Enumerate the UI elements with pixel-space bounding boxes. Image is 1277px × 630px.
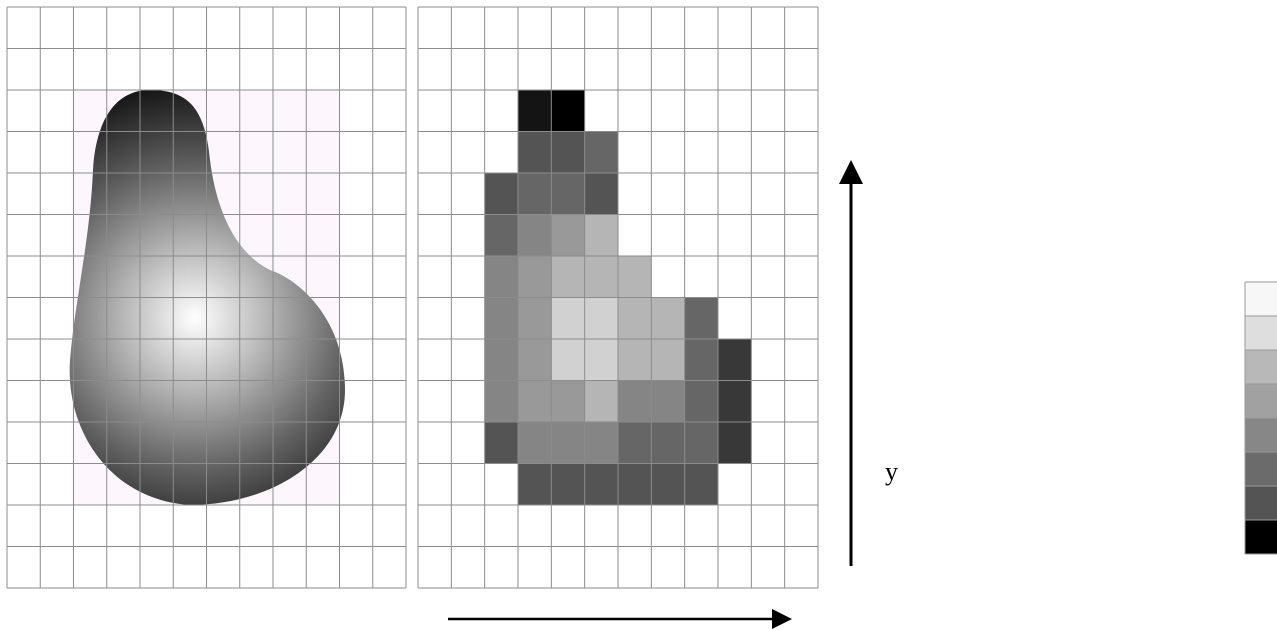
gray-level-scale xyxy=(1245,282,1277,554)
sampled-pixel-cell xyxy=(585,422,618,464)
sampled-pixel-cell xyxy=(518,381,551,423)
sampled-pixel-cell xyxy=(518,256,551,298)
sampled-pixel-cell xyxy=(651,464,684,506)
sampled-pixel-cell xyxy=(685,339,718,381)
sampled-pixel-cell xyxy=(685,381,718,423)
gray-level-swatch xyxy=(1245,384,1277,418)
sampled-pixel-cell xyxy=(685,298,718,340)
sampled-pixel-cell xyxy=(551,381,584,423)
sampled-pixel-cell xyxy=(651,339,684,381)
sampled-pixel-cell xyxy=(651,298,684,340)
sampled-pixel-cell xyxy=(551,256,584,298)
sampled-pixel-cell xyxy=(485,256,518,298)
gray-level-swatch xyxy=(1245,418,1277,452)
sampled-pixel-cell xyxy=(518,464,551,506)
sampled-pixel-cell xyxy=(585,215,618,257)
sampled-pixel-cell xyxy=(551,339,584,381)
sampled-pixel-cell xyxy=(585,298,618,340)
sampled-pixel-cell xyxy=(518,215,551,257)
sampled-pixel-cell xyxy=(718,381,751,423)
sampled-pixel-cell xyxy=(585,132,618,174)
sampled-pixel-cell xyxy=(518,298,551,340)
sampled-pixel-cell xyxy=(551,298,584,340)
sampled-pixel-cell xyxy=(551,90,584,132)
sampled-image-grid xyxy=(418,7,818,588)
sampled-pixel-cell xyxy=(618,464,651,506)
sampled-pixel-cell xyxy=(518,90,551,132)
sampled-pixel-cell xyxy=(518,339,551,381)
sampled-pixel-cell xyxy=(518,422,551,464)
gray-level-swatch xyxy=(1245,486,1277,520)
sampled-pixel-cell xyxy=(551,215,584,257)
sampled-pixel-cell xyxy=(618,298,651,340)
sampled-pixel-cell xyxy=(518,173,551,215)
sampled-pixel-cell xyxy=(618,339,651,381)
sampled-pixel-cell xyxy=(585,464,618,506)
sampled-pixel-cell xyxy=(551,464,584,506)
sampled-pixel-cell xyxy=(485,339,518,381)
sampled-pixel-cell xyxy=(551,173,584,215)
sampled-pixel-cell xyxy=(651,381,684,423)
sampled-pixel-cell xyxy=(585,381,618,423)
sampled-pixel-cell xyxy=(685,464,718,506)
sampled-pixel-cell xyxy=(718,339,751,381)
sampled-pixel-cell xyxy=(485,381,518,423)
sampled-pixel-cell xyxy=(485,173,518,215)
sampled-pixel-cell xyxy=(585,173,618,215)
sampled-pixel-cell xyxy=(585,256,618,298)
continuous-image-grid xyxy=(7,7,406,588)
sampled-pixel-cell xyxy=(485,215,518,257)
gray-level-swatch xyxy=(1245,520,1277,554)
sampled-image-panel xyxy=(418,7,818,588)
sampled-pixel-cell xyxy=(618,381,651,423)
sampled-pixel-cell xyxy=(518,132,551,174)
sampled-pixel-cell xyxy=(685,422,718,464)
sampled-pixel-cell xyxy=(585,339,618,381)
continuous-image-panel xyxy=(7,7,406,588)
sampled-pixel-cell xyxy=(485,422,518,464)
gray-level-swatch xyxy=(1245,452,1277,486)
sampled-pixel-cell xyxy=(485,298,518,340)
y-axis-label: y xyxy=(885,457,898,486)
gray-level-swatch xyxy=(1245,316,1277,350)
sampled-pixel-cell xyxy=(618,256,651,298)
gray-level-swatch xyxy=(1245,350,1277,384)
sampled-pixel-cell xyxy=(618,422,651,464)
gray-level-swatch xyxy=(1245,282,1277,316)
sampled-pixel-cell xyxy=(551,132,584,174)
sampled-pixel-cell xyxy=(651,422,684,464)
sampled-pixel-cell xyxy=(551,422,584,464)
sampled-pixel-cell xyxy=(718,422,751,464)
